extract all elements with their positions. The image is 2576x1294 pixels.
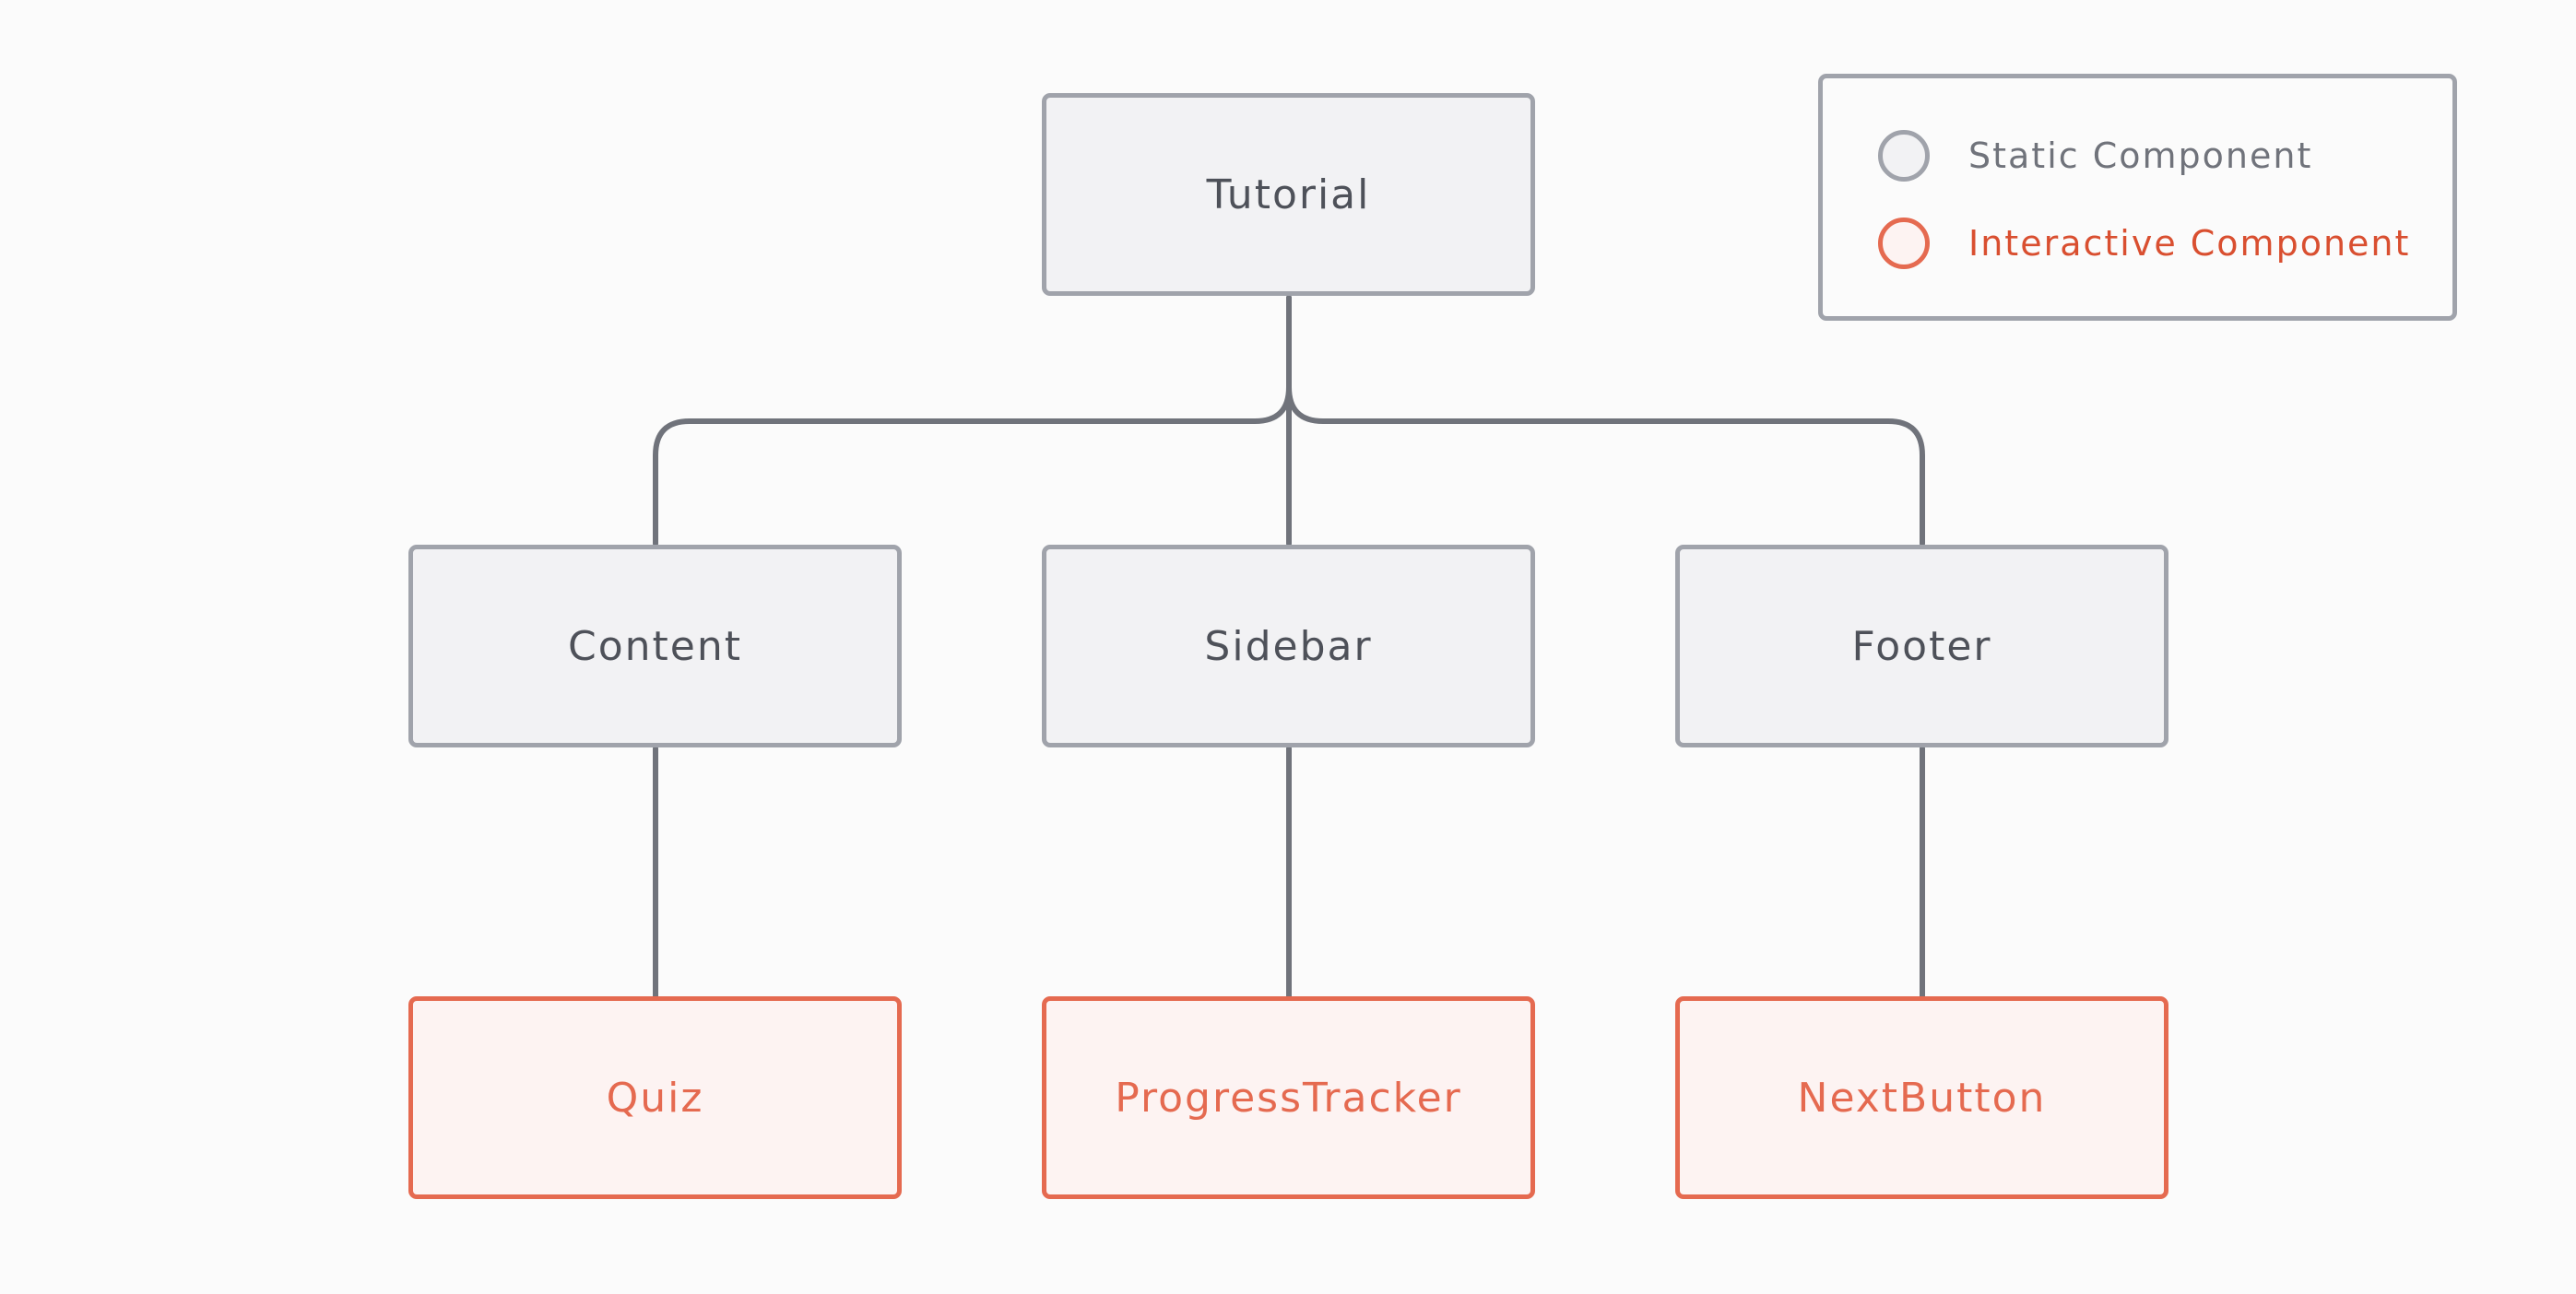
node-nextbutton: NextButton: [1675, 996, 2168, 1199]
connector-tutorial-footer: [1286, 295, 1925, 547]
legend-static-swatch-icon: [1878, 130, 1930, 182]
node-progresstracker: ProgressTracker: [1042, 996, 1535, 1199]
node-tutorial: Tutorial: [1042, 93, 1535, 296]
legend: Static Component Interactive Component: [1818, 74, 2457, 321]
node-quiz: Quiz: [408, 996, 902, 1199]
node-sidebar: Sidebar: [1042, 545, 1535, 747]
connector-tutorial-content: [653, 295, 1292, 547]
node-footer: Footer: [1675, 545, 2168, 747]
node-content: Content: [408, 545, 902, 747]
legend-item-static: Static Component: [1878, 125, 2312, 186]
legend-item-interactive: Interactive Component: [1878, 213, 2410, 274]
legend-static-label: Static Component: [1968, 135, 2313, 176]
legend-interactive-swatch-icon: [1878, 218, 1930, 269]
legend-interactive-label: Interactive Component: [1968, 223, 2411, 264]
